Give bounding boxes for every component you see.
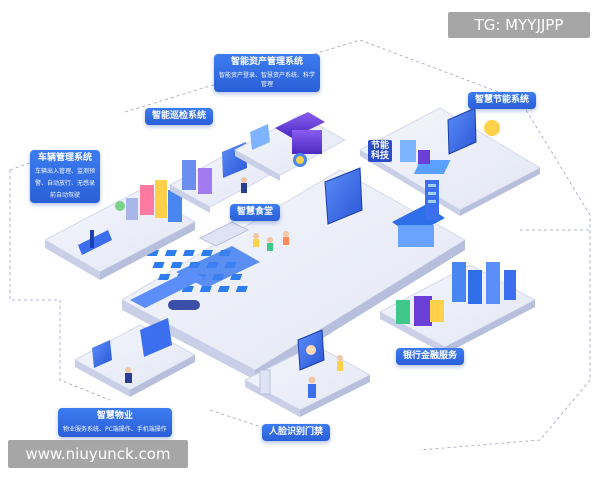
label-asset-management[interactable]: 智能资产管理系统 智能资产登录、智慧资产系统、科学管理: [214, 54, 320, 92]
label-title: 人脸识别门禁: [262, 424, 330, 441]
label-energy[interactable]: 智慧节能系统: [468, 92, 536, 109]
label-face-access[interactable]: 人脸识别门禁: [262, 424, 330, 441]
label-property[interactable]: 智慧物业 物业服务系统、PC端操作、手机端操作: [58, 408, 172, 437]
label-desc: 智能资产登录、智慧资产系统、科学管理: [214, 71, 320, 92]
label-title: 智慧物业: [58, 408, 172, 425]
label-vehicle[interactable]: 车辆管理系统 车辆出入管理、监测预 警、自动放行、无感录 前自动驾驶: [30, 150, 100, 203]
watermark-bottom: www.niuyunck.com: [8, 440, 188, 468]
label-title: 车辆管理系统: [30, 150, 100, 167]
label-patrol[interactable]: 智能巡检系统: [145, 108, 213, 125]
label-bank[interactable]: 银行金融服务: [396, 348, 464, 365]
label-desc: 物业服务系统、PC端操作、手机端操作: [58, 425, 172, 437]
sign-line1: 节能: [371, 141, 389, 151]
face-icon: [306, 345, 316, 355]
label-desc-2: 警、自动放行、无感录: [30, 179, 100, 191]
label-title: 银行金融服务: [396, 348, 464, 365]
label-title: 智能资产管理系统: [214, 54, 320, 71]
label-desc-1: 车辆出入管理、监测预: [30, 167, 100, 179]
label-title: 智能巡检系统: [145, 108, 213, 125]
label-title: 智慧节能系统: [468, 92, 536, 109]
label-canteen[interactable]: 智慧食堂: [230, 204, 280, 221]
sign-line2: 科技: [371, 151, 389, 161]
watermark-top: TG: MYYJJPP: [448, 12, 590, 38]
label-desc-3: 前自动驾驶: [30, 191, 100, 203]
sun-icon: [484, 120, 500, 136]
label-title: 智慧食堂: [230, 204, 280, 221]
energy-tech-sign: 节能 科技: [368, 140, 392, 162]
server-racks: [425, 180, 439, 220]
